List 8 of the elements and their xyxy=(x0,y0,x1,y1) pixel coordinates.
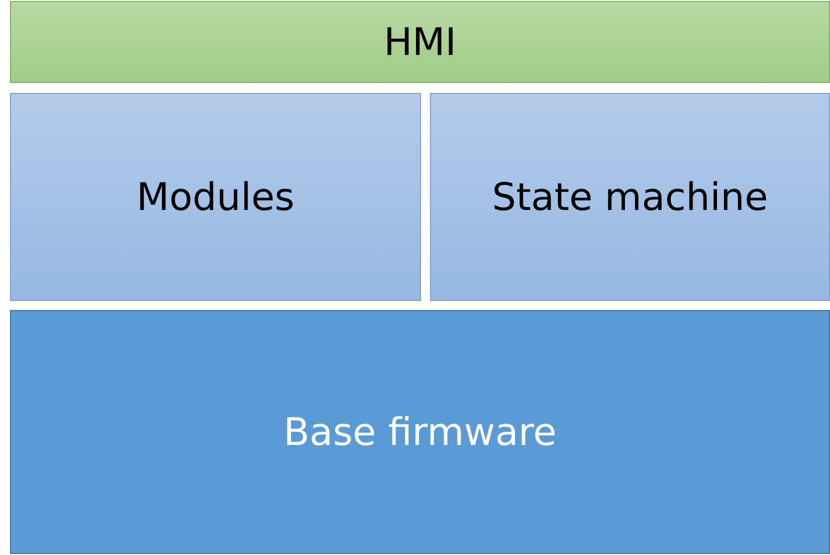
layer-band xyxy=(10,1,830,83)
layer-label: HMI xyxy=(384,20,456,64)
layer-box xyxy=(430,93,830,301)
layer-band xyxy=(10,310,830,554)
layer-label: Base firmware xyxy=(283,410,557,454)
layer-label: Modules xyxy=(136,175,294,219)
layer-label: State machine xyxy=(492,175,768,219)
layer-box xyxy=(10,93,421,301)
